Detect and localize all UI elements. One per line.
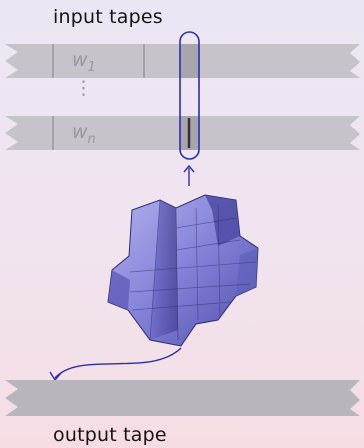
tape-1-symbol: w1	[72, 49, 96, 75]
read-head	[179, 31, 200, 160]
output-arrow	[54, 347, 182, 379]
machine-object	[107, 194, 259, 347]
tape-n-symbol: wn	[72, 121, 96, 147]
output-tape	[5, 380, 360, 416]
ellipsis: ⋮	[74, 77, 93, 99]
head-arrow-tip	[183, 164, 195, 173]
tape-1-head-cell	[180, 44, 199, 78]
input-tapes-label: input tapes	[53, 6, 163, 28]
output-tape-label: output tape	[53, 424, 167, 446]
